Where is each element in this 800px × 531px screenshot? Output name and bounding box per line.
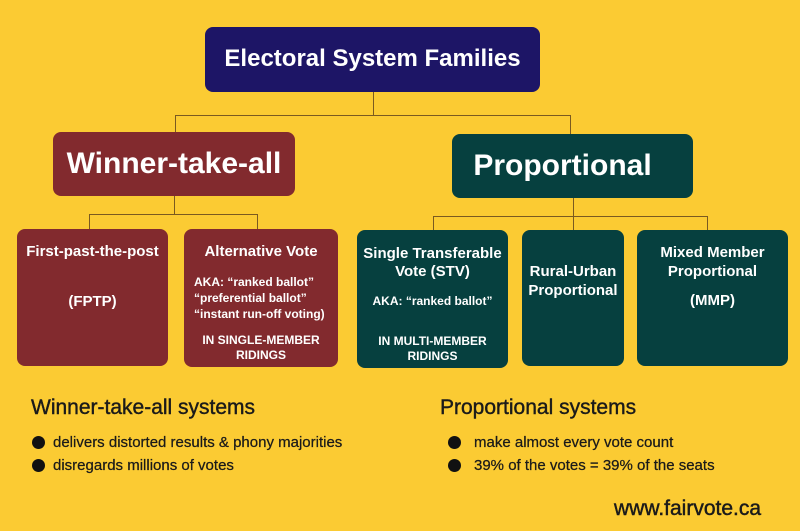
alternative-vote-box: Alternative Vote AKA: “ranked ballot” “p… xyxy=(184,229,338,367)
stv-box: Single Transferable Vote (STV) AKA: “ran… xyxy=(357,230,508,368)
connector-to-av xyxy=(257,214,258,229)
connector-to-winner xyxy=(175,115,176,132)
title-box: Electoral System Families xyxy=(205,27,540,92)
proportional-summary-heading: Proportional systems xyxy=(440,396,637,419)
bullet-icon xyxy=(32,459,45,472)
proportional-label: Proportional xyxy=(473,149,652,182)
fptp-box: First-past-the-post (FPTP) xyxy=(17,229,168,366)
rural-urban-title-line: Rural-Urban xyxy=(529,263,617,280)
fptp-title: First-past-the-post xyxy=(26,243,159,260)
stv-note-line: IN MULTI-MEMBER xyxy=(378,334,487,348)
mmp-title-line: Mixed Member xyxy=(660,244,765,261)
bullet-icon xyxy=(32,436,45,449)
connector-winner-horizontal xyxy=(89,214,258,215)
stv-title-line: Vote (STV) xyxy=(395,263,470,280)
connector-to-proportional xyxy=(570,115,571,134)
website-url: www.fairvote.ca xyxy=(614,497,762,520)
rural-urban-box: Rural-Urban Proportional xyxy=(522,230,624,366)
stv-title-line: Single Transferable xyxy=(363,245,502,262)
connector-winner-down xyxy=(174,196,175,214)
diagram-title: Electoral System Families xyxy=(224,45,521,72)
bullet-icon xyxy=(448,436,461,449)
av-title: Alternative Vote xyxy=(204,243,318,260)
winner-take-all-summary-heading: Winner-take-all systems xyxy=(31,396,256,419)
connector-proportional-horizontal xyxy=(433,216,708,217)
mmp-abbrev: (MMP) xyxy=(690,292,735,309)
mmp-title-line: Proportional xyxy=(667,263,758,280)
connector-proportional-down xyxy=(573,198,574,230)
winner-take-all-label: Winner-take-all xyxy=(66,147,282,180)
connector-families-horizontal xyxy=(175,115,571,116)
connector-title-down xyxy=(373,92,374,115)
connector-to-mmp xyxy=(707,216,708,230)
stv-note-line: RIDINGS xyxy=(407,349,458,363)
connector-to-fptp xyxy=(89,214,90,229)
connector-to-stv xyxy=(433,216,434,230)
fptp-abbrev: (FPTP) xyxy=(68,293,117,310)
av-aka-line: “preferential ballot” xyxy=(194,291,307,305)
bullet-icon xyxy=(448,459,461,472)
rural-urban-title-line: Proportional xyxy=(528,282,618,299)
av-aka-line: AKA: “ranked ballot” xyxy=(194,275,315,289)
mmp-box: Mixed Member Proportional (MMP) xyxy=(637,230,788,366)
av-aka-line: “instant run-off voting) xyxy=(194,307,325,321)
av-note-line: RIDINGS xyxy=(235,348,286,362)
winner-take-all-box: Winner-take-all xyxy=(53,132,295,196)
stv-aka-line: AKA: “ranked ballot” xyxy=(372,294,493,308)
av-note-line: IN SINGLE-MEMBER xyxy=(202,333,320,347)
proportional-box: Proportional xyxy=(452,134,693,198)
